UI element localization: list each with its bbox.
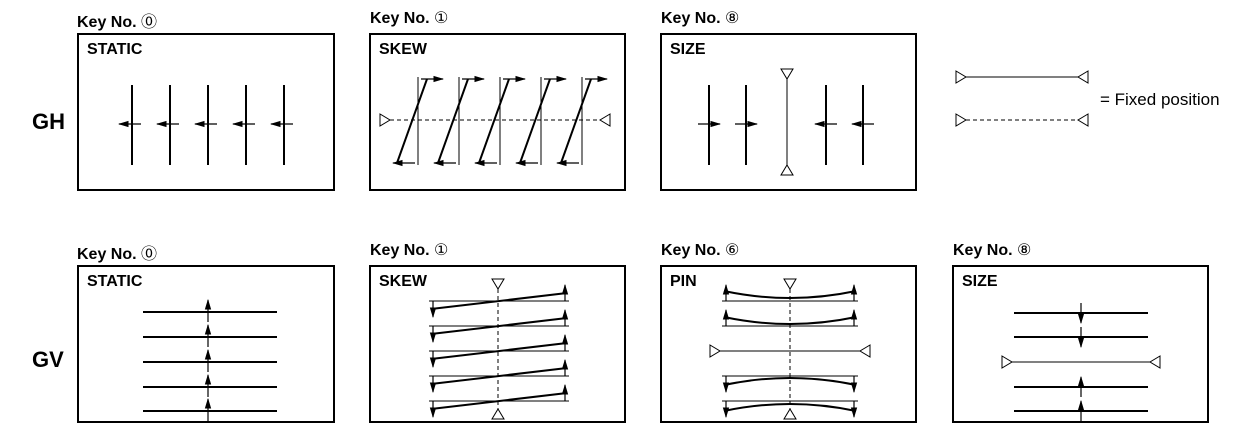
key-number: ① xyxy=(434,242,449,259)
panel-gv-static: STATIC xyxy=(77,265,335,423)
panel-title: SIZE xyxy=(962,273,998,291)
row-label-gh: GH xyxy=(32,109,65,134)
panel-title: SKEW xyxy=(379,273,427,291)
key-prefix: Key No. xyxy=(77,246,137,263)
key-label-gv-skew: Key No. ① xyxy=(370,240,448,260)
panel-title: SIZE xyxy=(670,41,706,59)
key-label-gv-size: Key No. ⑧ xyxy=(953,240,1031,260)
key-number: ⓪ xyxy=(141,14,158,31)
gh-size-diagram xyxy=(698,68,874,176)
panel-title: PIN xyxy=(670,273,697,291)
key-label-gv-pin: Key No. ⑥ xyxy=(661,240,739,260)
panel-gv-skew: SKEW xyxy=(369,265,626,423)
panel-gv-size: SIZE xyxy=(952,265,1209,423)
row-label-gv: GV xyxy=(32,347,64,372)
key-prefix: Key No. xyxy=(661,242,721,259)
key-label-gh-size: Key No. ⑧ xyxy=(661,8,739,28)
key-prefix: Key No. xyxy=(370,242,430,259)
legend-text: = Fixed position xyxy=(1100,90,1220,109)
gv-size-diagram xyxy=(1001,303,1161,421)
panel-gv-pin: PIN xyxy=(660,265,917,423)
panel-title: SKEW xyxy=(379,41,427,59)
panel-gh-static: STATIC xyxy=(77,33,335,191)
key-number: ⑧ xyxy=(1017,242,1032,259)
panel-title: STATIC xyxy=(87,41,143,59)
gv-static-diagram xyxy=(143,298,277,421)
legend-symbols xyxy=(955,70,1089,127)
panel-gh-skew: SKEW xyxy=(369,33,626,191)
key-label-gh-skew: Key No. ① xyxy=(370,8,448,28)
gh-skew-diagram xyxy=(379,75,611,167)
key-number: ⑥ xyxy=(725,242,740,259)
key-prefix: Key No. xyxy=(661,10,721,27)
key-prefix: Key No. xyxy=(77,14,137,31)
key-label-gh-static: Key No. ⓪ xyxy=(77,8,157,32)
panel-title: STATIC xyxy=(87,273,143,291)
gv-skew-diagram xyxy=(429,278,569,420)
key-number: ⑧ xyxy=(725,10,740,27)
gv-pin-diagram xyxy=(709,278,871,420)
key-prefix: Key No. xyxy=(953,242,1013,259)
panel-gh-size: SIZE xyxy=(660,33,917,191)
gh-static-diagram xyxy=(117,85,293,165)
key-number: ① xyxy=(434,10,449,27)
key-prefix: Key No. xyxy=(370,10,430,27)
key-number: ⓪ xyxy=(141,246,158,263)
key-label-gv-static: Key No. ⓪ xyxy=(77,240,157,264)
